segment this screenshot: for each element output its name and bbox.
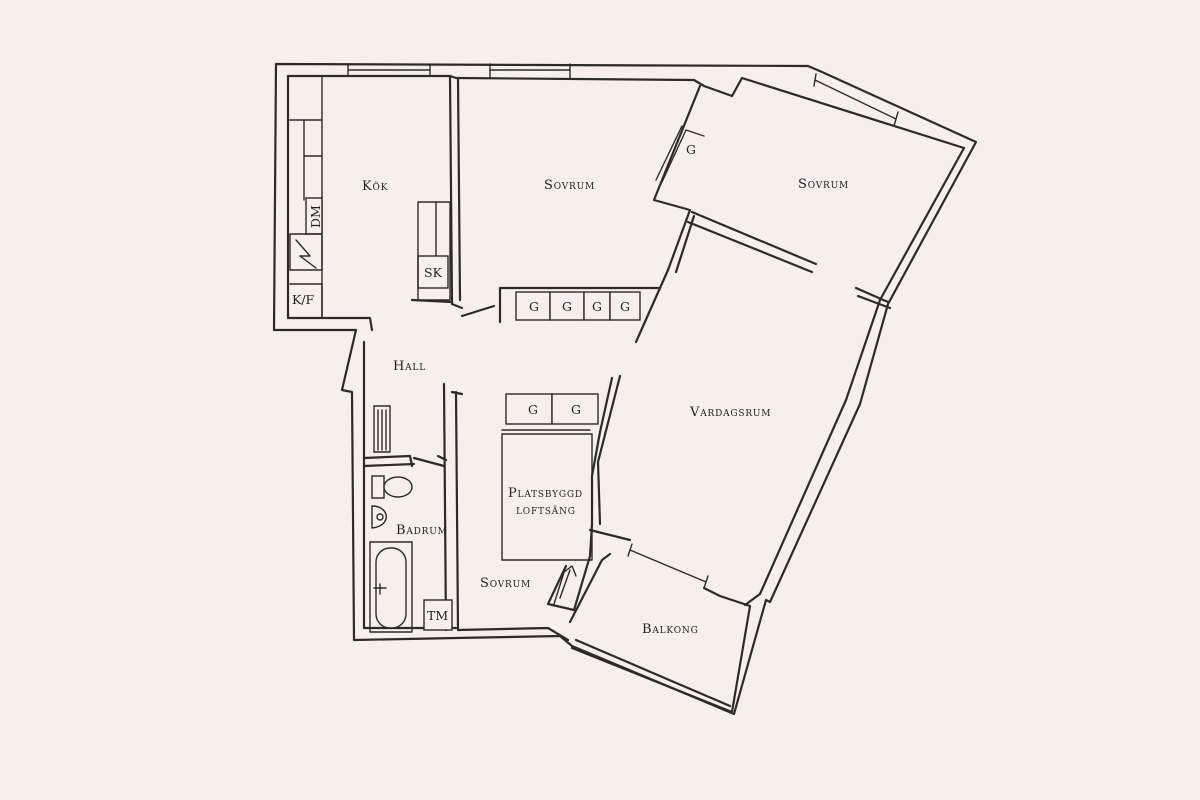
wall-hall-right (442, 382, 464, 632)
wall-bath-top (362, 454, 448, 468)
toilet-tank (371, 475, 385, 499)
kitchen-counter (289, 75, 323, 319)
wall-bedroom2-bottom (686, 210, 892, 310)
tag-cabinet: SK (424, 265, 443, 280)
wardrobe-row-bedroom3 (505, 393, 599, 425)
label-hall: Hall (393, 359, 426, 374)
wardrobe-door-slant (655, 125, 705, 183)
label-loft-bed-2: loftsäng (516, 503, 576, 518)
wardrobe-2 (549, 291, 585, 321)
loft-ladder-arrow (553, 565, 577, 605)
wall-bedroom1-bottom (460, 268, 670, 324)
wall-bedroom1-lower-diag (634, 286, 662, 344)
west-inner-wall (286, 74, 374, 332)
wall-bedroom3-right (546, 374, 632, 612)
wardrobe-3 (583, 291, 611, 321)
tag-wardrobe-bedroom2: G (686, 142, 696, 157)
faucet (373, 583, 387, 595)
tag-wardrobe-5: G (528, 402, 538, 417)
inner-wall-outline (286, 74, 966, 607)
bathroom-fixtures (369, 475, 453, 633)
tag-wardrobe-1: G (529, 299, 539, 314)
label-kitchen: Kök (362, 179, 388, 194)
window-balcony (627, 543, 709, 589)
label-bedroom-2: Sovrum (798, 177, 849, 192)
bathtub-outer (369, 541, 413, 633)
window-bedroom-1 (489, 63, 571, 79)
label-loft-bed-1: Platsbyggd (508, 486, 583, 501)
loft-bed (501, 429, 593, 605)
wardrobe-4 (609, 291, 641, 321)
sink-drain (376, 513, 384, 521)
label-balcony: Balkong (642, 622, 699, 637)
wall-bedroom-diagonal (652, 84, 702, 274)
cabinet-box (417, 255, 449, 289)
stove-symbol (289, 233, 323, 271)
wardrobe-6 (551, 393, 599, 425)
kitchen-fixtures (289, 75, 451, 319)
wall-kitchen-bedroom (448, 74, 464, 310)
window-bedroom-2 (813, 73, 899, 127)
toilet-bowl (383, 476, 413, 498)
interior-walls (362, 74, 892, 714)
loft-bed-frame (501, 429, 593, 561)
label-bedroom-3: Sovrum (480, 576, 531, 591)
tag-washer: TM (427, 608, 448, 623)
window-kitchen (347, 63, 431, 77)
fridge-box (289, 283, 323, 319)
sink (371, 505, 387, 529)
wardrobe-row-bedroom1 (515, 291, 641, 321)
label-bedroom-1: Sovrum (544, 178, 595, 193)
tag-wardrobe-3: G (592, 299, 602, 314)
kitchen-island (417, 201, 451, 301)
tag-wardrobe-4: G (620, 299, 630, 314)
tag-wardrobe-2: G (562, 299, 572, 314)
wardrobe-5 (505, 393, 553, 425)
washer-box (423, 599, 453, 631)
windows (347, 63, 899, 589)
tag-dishwasher: DM (308, 205, 323, 228)
wardrobe-bedroom2 (655, 125, 705, 183)
wall-bedroom3-bottom (456, 552, 612, 642)
tag-fridge-freezer: K/F (292, 292, 315, 307)
wall-balcony (570, 586, 752, 714)
tag-wardrobe-6: G (571, 402, 581, 417)
stairs-hall (373, 405, 391, 453)
label-bathroom: Badrum (396, 523, 448, 538)
label-living-room: Vardagsrum (689, 405, 771, 420)
labels: Kök Sovrum Sovrum Hall Vardagsrum Platsb… (292, 142, 849, 637)
